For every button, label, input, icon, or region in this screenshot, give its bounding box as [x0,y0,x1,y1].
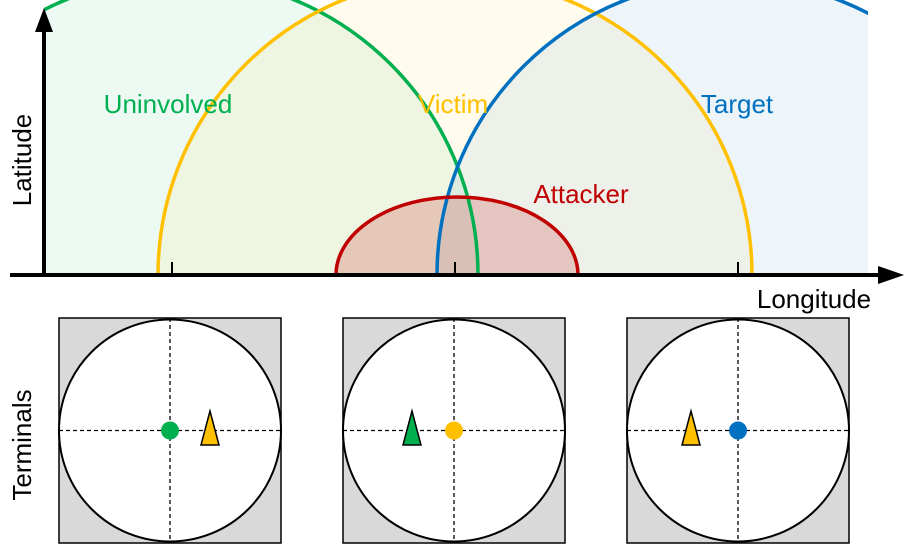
terminal-dot [161,421,179,440]
target-beam-arc [435,0,868,275]
terminal-panel-1 [58,317,282,544]
terminal-panels [58,317,850,544]
y-axis-arrow [35,8,53,32]
uninvolved-beam-label: Uninvolved [104,89,233,119]
terminal-triangle [200,408,220,446]
attacker-beam-fill [336,197,578,275]
uninvolved-beam-arc [44,0,480,275]
victim-beam-label: Victim [418,89,488,119]
x-axis-arrow [878,266,904,284]
uninvolved-beam-fill [44,0,478,275]
target-beam-fill [437,0,868,275]
terminal-dot [445,421,463,440]
attacker-beam-arc [334,195,580,275]
terminal-triangle [402,408,422,446]
beam-fills [44,0,868,275]
terminals-label: Terminals [7,389,37,500]
victim-beam-arc [156,0,754,275]
terminal-panel-3 [626,317,850,544]
terminal-dot [729,421,747,440]
terminal-triangle [681,408,701,446]
y-axis-label: Latitude [7,114,37,207]
attacker-beam-label: Attacker [533,179,629,209]
target-beam-label: Target [701,89,774,119]
beam-outlines [44,0,868,275]
terminal-panel-2 [342,317,566,544]
x-axis-label: Longitude [757,284,871,314]
axes [10,8,904,284]
victim-beam-fill [158,0,752,275]
